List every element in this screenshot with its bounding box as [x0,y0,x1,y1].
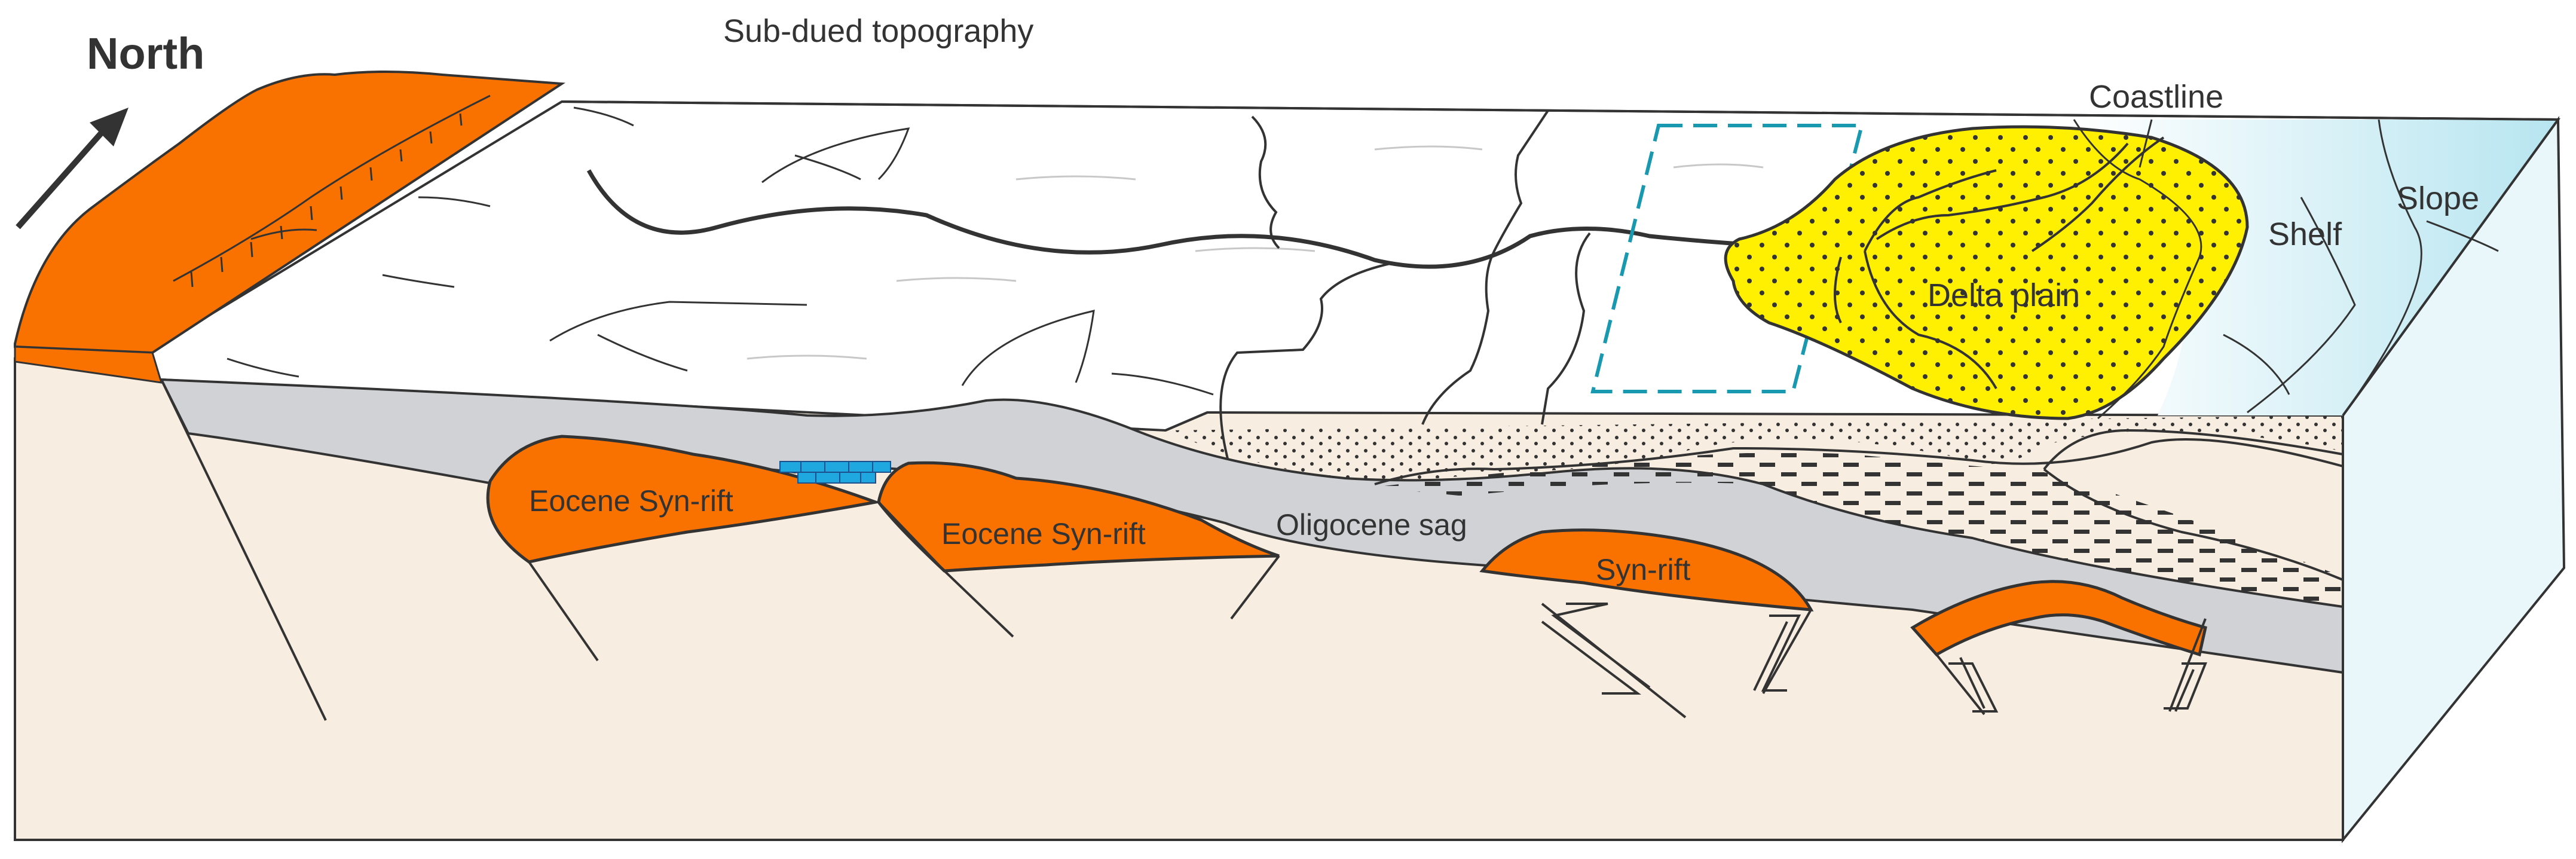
study-area-box [1590,124,1864,393]
scarp-ticks [190,113,463,288]
shale-package [1375,453,2343,607]
faults [160,379,2207,721]
eocene-synrift-label-2: Eocene Syn-rift [941,517,1146,551]
oligocene-sag-label: Oligocene sag [1276,508,1467,542]
sediment-boundaries [1374,429,2344,581]
top-edge-line [561,100,2560,417]
fault-scarp [173,94,491,282]
sand-package [1165,415,2343,481]
slope-label: Slope [2397,181,2479,216]
synrift-label: Syn-rift [1596,553,1690,586]
shelf-label: Shelf [2268,216,2342,252]
shelf-slope-lines [2073,119,2499,420]
topography-strokes [227,106,1214,396]
delta-dots [1726,127,2247,418]
eocene-synrift-wedge-1 [486,435,882,564]
highland-front [14,346,163,384]
delta-plain-label: Delta plain [1928,277,2080,313]
eocene-synrift-label-1: Eocene Syn-rift [529,484,733,518]
subdued-topography-label: Sub-dued topography [723,13,1033,49]
synrift-wedge-3 [1479,528,1814,612]
eocene-synrift-wedge-2 [877,461,1280,573]
carbonate-platform [779,461,891,484]
north-arrow [16,108,129,230]
tributaries [1165,109,1591,473]
faint-contours [747,145,1853,360]
fault-motion-arrows [1541,603,2207,713]
coastline-label: Coastline [2089,79,2223,115]
synrift-wedge-4 [1910,580,2207,657]
north-label: North [87,29,204,78]
